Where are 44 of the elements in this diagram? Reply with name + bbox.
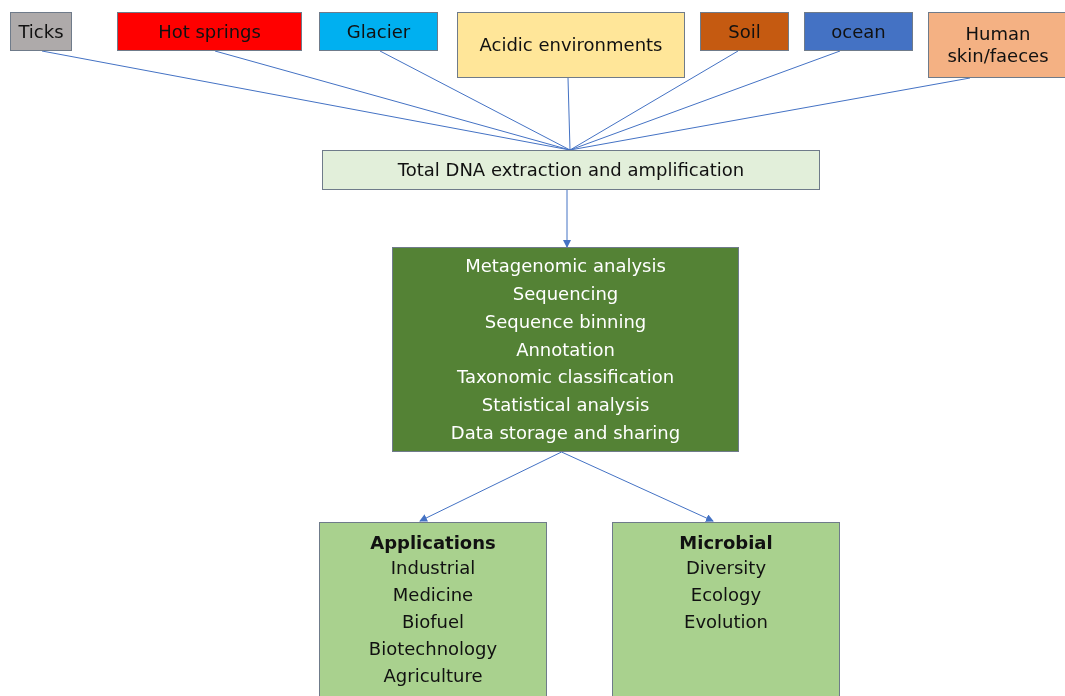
source-box — [457, 12, 685, 78]
connector-line — [569, 50, 739, 151]
box-label: Human skin/faeces — [946, 23, 1050, 67]
list-item: Ecology — [690, 583, 762, 608]
connector-line — [214, 50, 571, 151]
list-item: Metagenomic analysis — [465, 253, 666, 278]
list-item: Sequence binning — [484, 309, 647, 334]
source-box — [10, 12, 72, 51]
box-label: Total DNA extraction and amplification — [397, 159, 745, 181]
process-box — [322, 150, 820, 190]
connector-line — [379, 50, 571, 151]
list-item: Data storage and sharing — [450, 421, 681, 446]
box-heading: Microbial — [679, 531, 773, 555]
source-box — [804, 12, 913, 51]
list-item: Agriculture — [383, 664, 483, 689]
arrow — [561, 451, 714, 522]
box-label: Ticks — [18, 20, 64, 43]
box-label: ocean — [831, 20, 886, 43]
analysis-box — [392, 247, 739, 452]
list-item: Annotation — [516, 337, 615, 362]
box-heading: Applications — [370, 531, 496, 555]
box-label: Acidic environments — [479, 34, 663, 56]
box-label: Glacier — [346, 20, 411, 43]
arrow — [563, 189, 571, 248]
outcome-box — [319, 522, 547, 696]
list-item: Biofuel — [401, 610, 465, 635]
list-item: Diversity — [685, 556, 767, 581]
box-label: Hot springs — [158, 20, 261, 43]
source-box — [928, 12, 1065, 78]
list-item: Biotechnology — [368, 637, 498, 662]
connector-line — [569, 50, 841, 151]
connector-line — [567, 77, 571, 151]
source-box — [700, 12, 789, 51]
list-item: Taxonomic classification — [456, 365, 675, 390]
list-item: Medicine — [392, 583, 474, 608]
outcome-box — [612, 522, 840, 696]
list-item: Evolution — [684, 610, 768, 635]
list-item: Industrial — [390, 556, 476, 581]
list-item: Sequencing — [512, 281, 619, 306]
source-box — [319, 12, 438, 51]
arrow — [419, 451, 562, 522]
source-box — [117, 12, 302, 51]
list-item: Statistical analysis — [481, 393, 650, 418]
box-label: Soil — [728, 20, 761, 43]
